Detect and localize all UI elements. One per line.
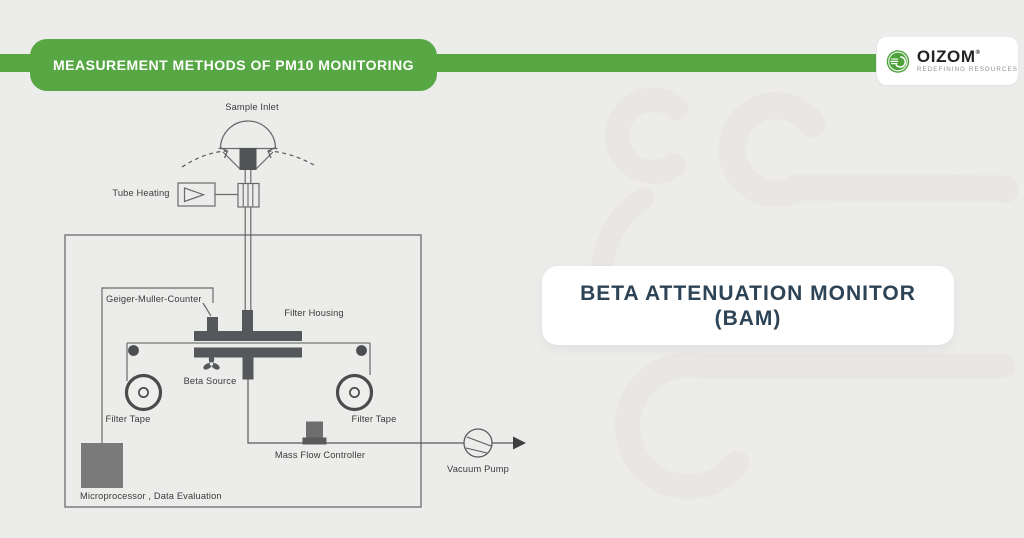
label-mass-flow-controller: Mass Flow Controller	[274, 450, 366, 460]
page-title: MEASUREMENT METHODS OF PM10 MONITORING	[53, 57, 414, 73]
microprocessor-block	[81, 443, 123, 488]
tube-heater-block	[237, 182, 260, 208]
label-vacuum-pump: Vacuum Pump	[447, 464, 509, 474]
label-filter-tape-left: Filter Tape	[105, 414, 151, 424]
brand-name: OIZOM®	[917, 48, 1018, 65]
geiger-detector	[207, 317, 218, 332]
title-card: BETA ATTENUATION MONITOR (BAM)	[542, 266, 954, 345]
heater-triangle-icon	[183, 187, 206, 203]
label-sample-inlet: Sample Inlet	[225, 102, 279, 112]
analyzer-enclosure	[64, 234, 422, 508]
label-filter-tape-right: Filter Tape	[351, 414, 397, 424]
label-tube-heating: Tube Heating	[112, 188, 170, 198]
registered-mark: ®	[975, 50, 981, 57]
label-microprocessor: Microprocessor , Data Evaluation	[80, 491, 222, 501]
title-line-2: (BAM)	[714, 306, 782, 330]
title-line-1: BETA ATTENUATION MONITOR	[580, 281, 916, 305]
rotation-arrow-right-icon	[267, 146, 315, 166]
sample-inlet-dome	[218, 120, 278, 170]
brand-wordmark: OIZOM	[916, 47, 976, 67]
label-geiger-muller-counter: Geiger-Muller-Counter	[106, 294, 202, 304]
flow-arrow-icon	[513, 436, 526, 450]
label-filter-housing: Filter Housing	[284, 308, 344, 318]
mass-flow-controller-block	[302, 421, 327, 445]
filter-tape-reel-right	[335, 373, 374, 412]
tape-guide-dot-right	[356, 345, 367, 356]
beta-source-icon	[203, 354, 220, 370]
oizom-logo: OIZOM® REDEFINING RESOURCES	[877, 37, 1018, 85]
page-title-banner: MEASUREMENT METHODS OF PM10 MONITORING	[30, 39, 437, 91]
sampling-tube	[244, 169, 252, 310]
filter-housing-upper-stem	[242, 310, 253, 332]
label-beta-source: Beta Source	[183, 376, 237, 386]
tape-guide-dot-left	[128, 345, 139, 356]
logo-text: OIZOM® REDEFINING RESOURCES	[917, 48, 1018, 73]
brand-tagline: REDEFINING RESOURCES	[916, 66, 1018, 74]
tube-heater-source	[177, 182, 216, 207]
filter-tape-reel-left	[124, 373, 163, 412]
filter-housing-top-plate	[194, 331, 302, 341]
filter-housing-lower-stem	[242, 357, 254, 380]
wind-swirl-icon	[886, 49, 910, 73]
vacuum-pump-icon	[463, 428, 493, 458]
geiger-pointer-line	[202, 302, 212, 317]
tape-path	[126, 342, 371, 381]
filter-housing-bottom-plate	[194, 347, 302, 358]
rotation-arrow-left-icon	[181, 146, 229, 168]
flow-line	[247, 379, 464, 444]
inlet-neck	[239, 148, 257, 170]
